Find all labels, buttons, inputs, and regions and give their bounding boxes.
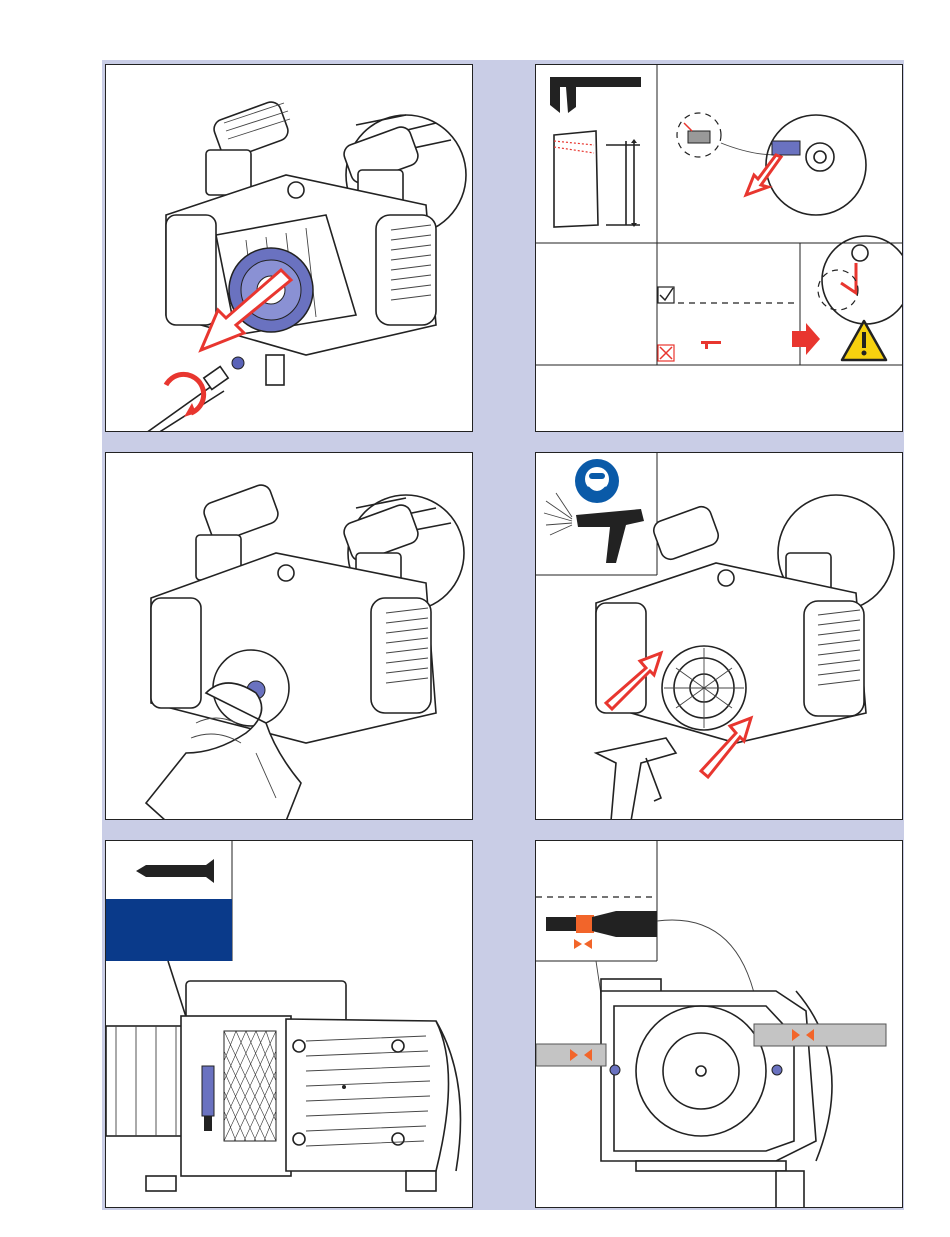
face-protection-icon	[575, 459, 619, 503]
blade-check-illustration	[536, 65, 903, 432]
blade-detail	[677, 113, 866, 215]
sealant-info-box	[106, 899, 232, 961]
pump-illustration-4	[536, 453, 903, 820]
panel-apply-sealant	[105, 840, 473, 1208]
pump-body	[151, 482, 464, 743]
panel-remove-cover	[105, 64, 473, 432]
pump-illustration-1	[106, 65, 473, 432]
pump-body	[596, 495, 894, 743]
air-gun-icon	[544, 493, 644, 563]
next-arrow-icon	[792, 323, 820, 355]
pump-illustration-3	[106, 453, 473, 820]
warning-icon	[842, 321, 886, 360]
screwdriver-icon	[146, 357, 244, 432]
pump-front-illustration	[536, 841, 903, 1208]
panel-clean-cover	[105, 452, 473, 820]
panel-measure-blade	[535, 64, 903, 432]
small-caliper-icon	[701, 341, 721, 349]
pump-body	[106, 981, 461, 1191]
pump-side-illustration	[106, 841, 473, 1208]
air-gun-hand	[596, 738, 676, 820]
cross-icon	[658, 345, 674, 361]
dowel-pin-icon	[546, 911, 657, 949]
panel-blow-air	[535, 452, 903, 820]
blade-icon	[554, 131, 640, 227]
check-icon	[658, 287, 674, 303]
sealant-tube-icon	[116, 859, 214, 883]
panel-align-pins	[535, 840, 903, 1208]
pump-body	[601, 979, 832, 1208]
caliper-icon	[550, 77, 641, 113]
blade-wear-detail	[818, 236, 903, 324]
